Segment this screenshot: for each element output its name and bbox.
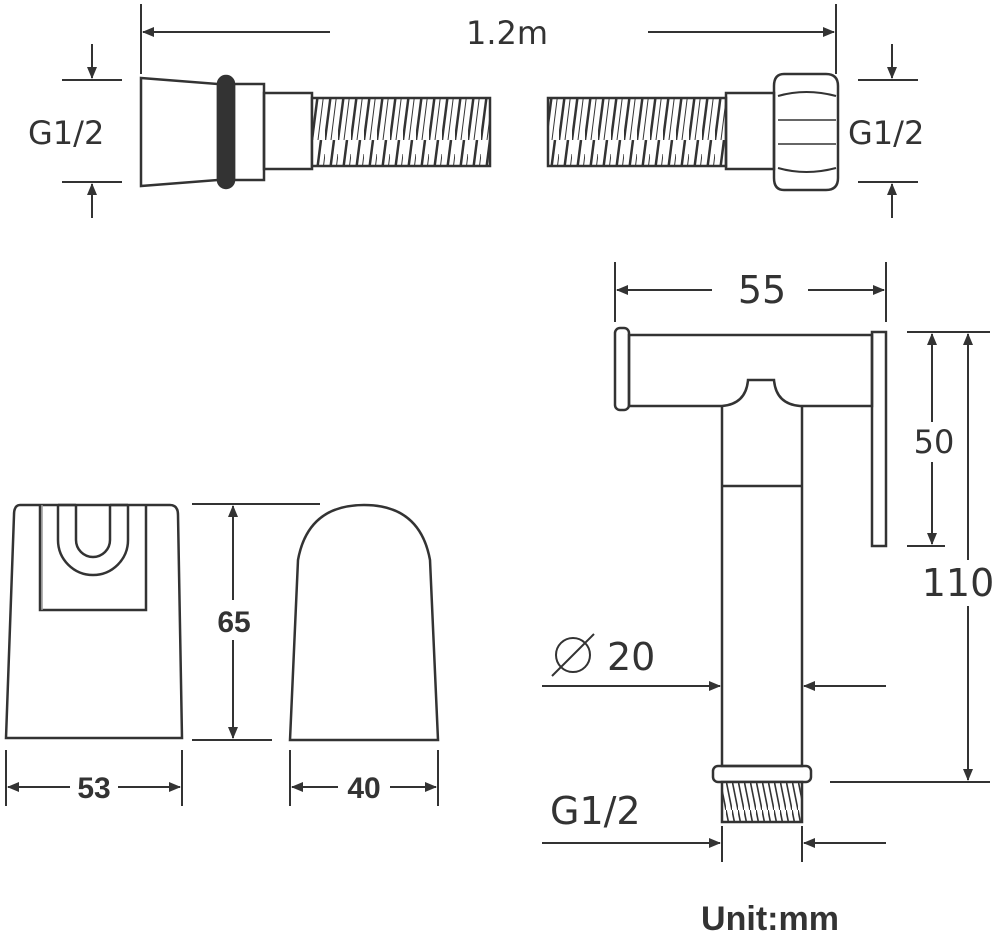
sprayer-width-label: 55 xyxy=(738,268,786,312)
hose-right-nut xyxy=(772,72,840,192)
hose-left-thread-label: G1/2 xyxy=(28,114,104,152)
sprayer-drawing xyxy=(542,262,990,862)
holder-drawing xyxy=(4,503,440,806)
holder-front-body xyxy=(4,503,184,740)
sprayer-handle xyxy=(720,406,804,768)
hose-right-thread-label: G1/2 xyxy=(848,114,924,152)
holder-slot xyxy=(56,505,130,577)
sprayer-lever-height-label: 50 xyxy=(914,423,955,461)
hose-left-cone xyxy=(139,76,220,188)
hose-drawing xyxy=(62,4,918,218)
holder-side-body xyxy=(288,503,440,742)
sprayer-thread-collar xyxy=(711,764,813,784)
sprayer-lever xyxy=(870,330,888,548)
hose-left-ring xyxy=(216,74,236,190)
diameter-symbol xyxy=(555,637,591,673)
holder-height-label: 65 xyxy=(217,606,250,639)
sprayer-diameter-label: 20 xyxy=(607,635,655,679)
unit-label: Unit:mm xyxy=(701,900,839,938)
sprayer-nozzle-cap xyxy=(613,326,631,412)
sprayer-thread-label: G1/2 xyxy=(550,789,641,833)
sprayer-total-height-label: 110 xyxy=(922,561,995,605)
holder-depth-label: 40 xyxy=(347,772,380,805)
hose-length-label: 1.2m xyxy=(466,14,548,52)
sprayer-thread xyxy=(720,780,804,824)
hose-right-segment xyxy=(546,96,728,168)
holder-width-label: 53 xyxy=(77,772,110,805)
sprayer-head xyxy=(627,333,874,408)
hose-left-segment xyxy=(310,96,492,168)
